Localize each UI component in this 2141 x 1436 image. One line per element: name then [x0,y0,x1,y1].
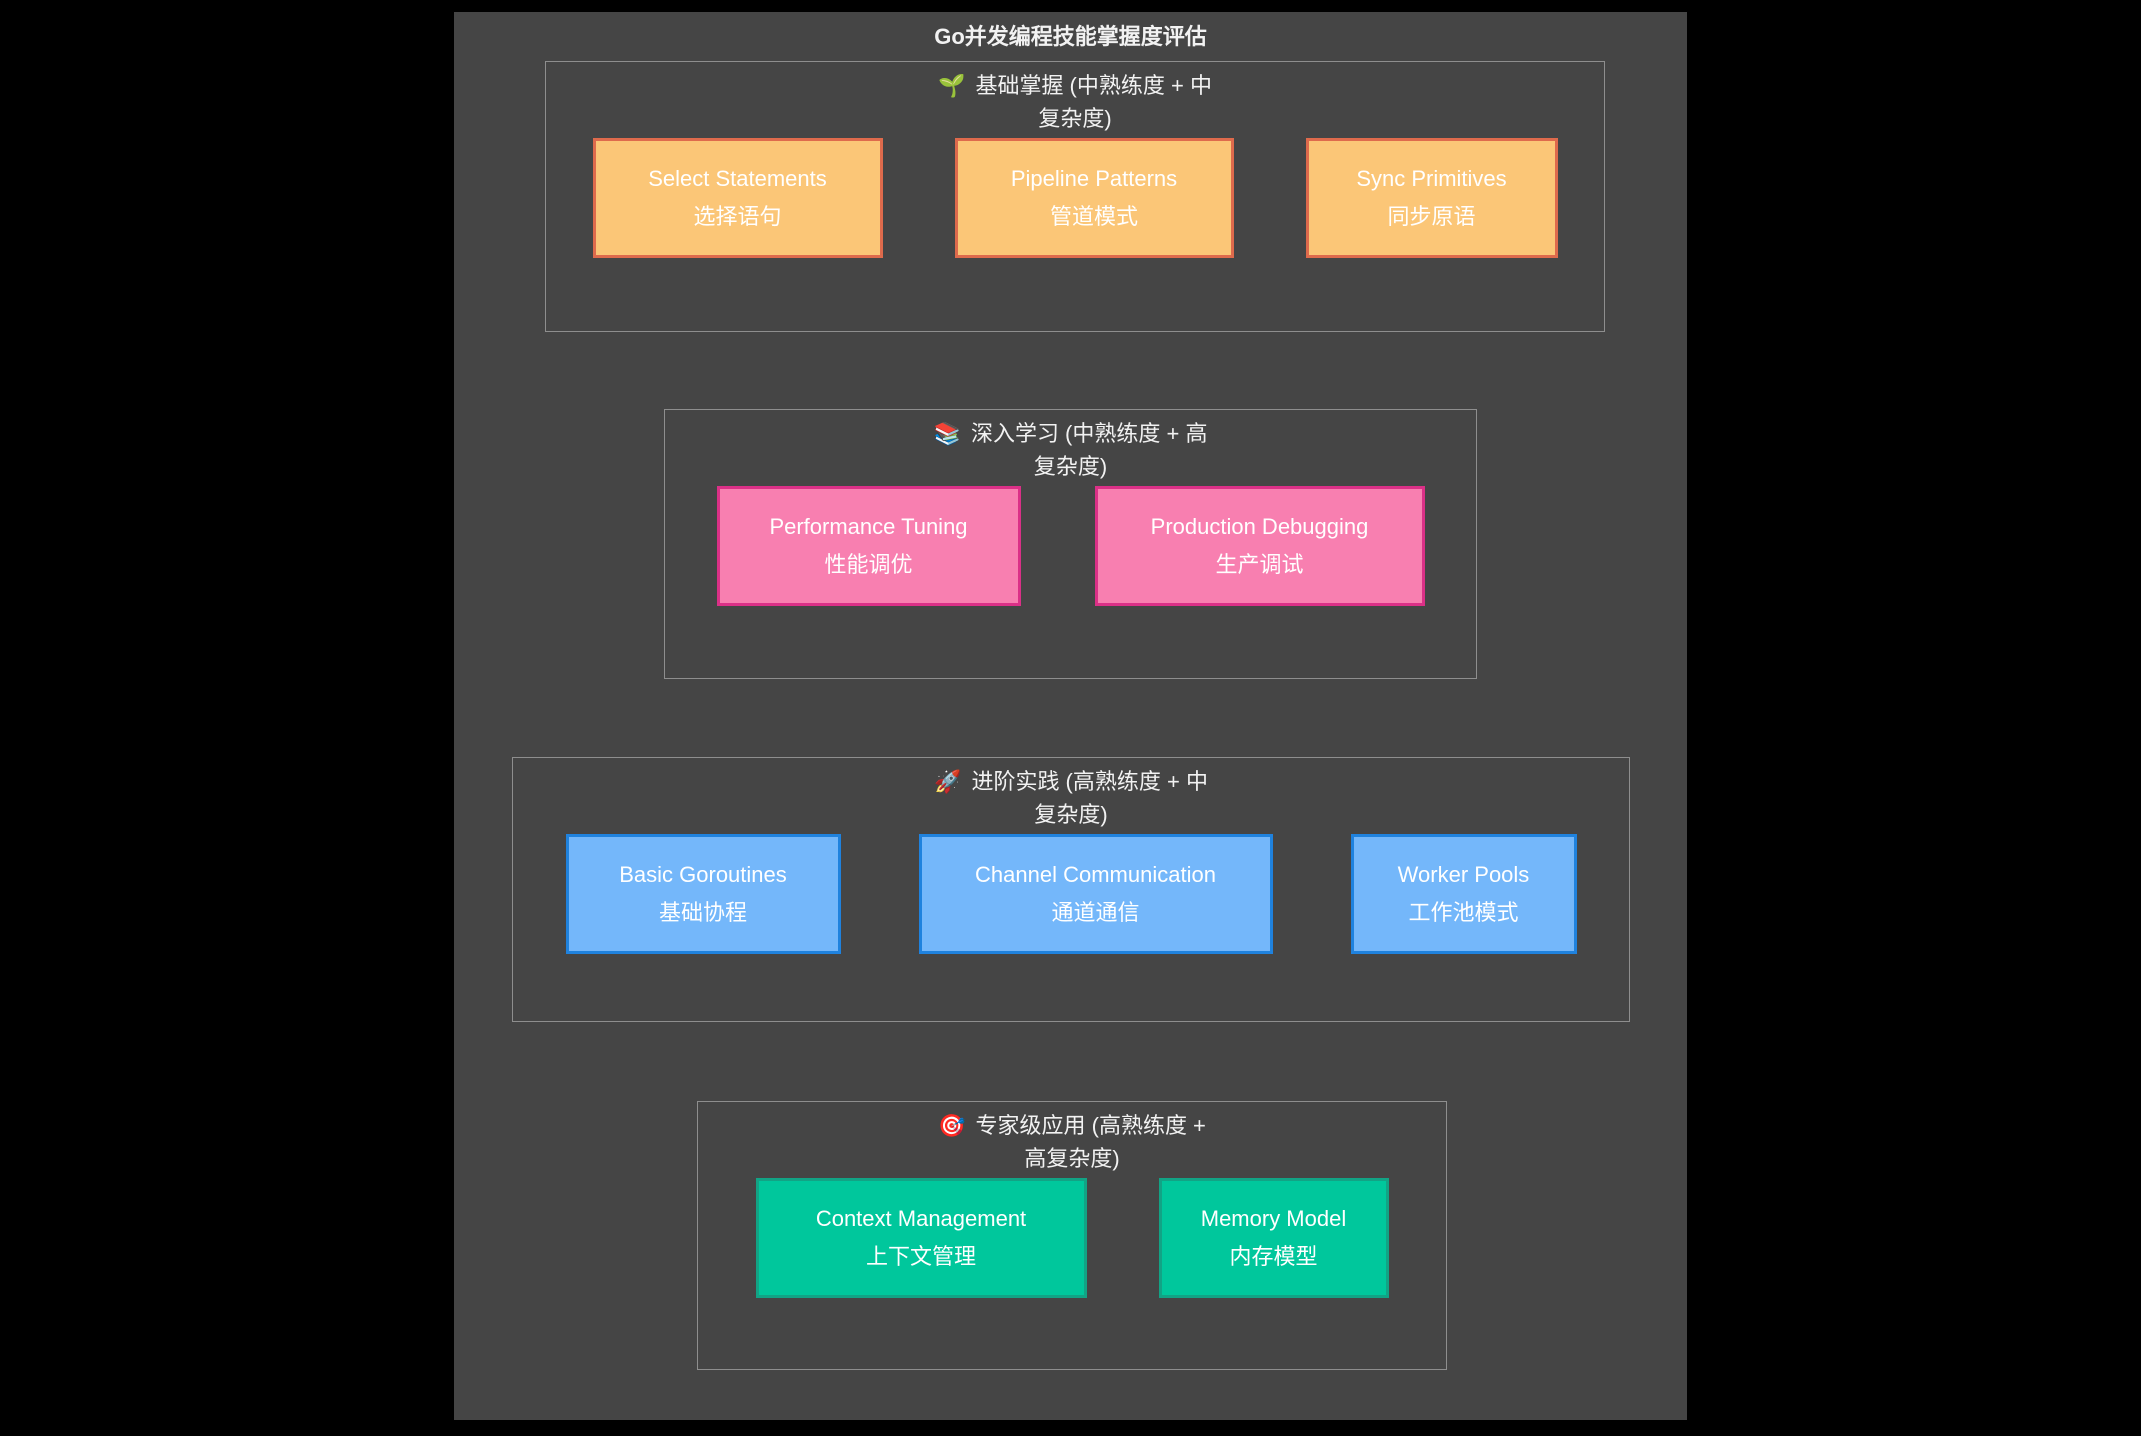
node-label-en: Context Management [815,1206,1027,1231]
group-expert-application-nodes: Context Management 上下文管理 Memory Model 内存… [698,1178,1446,1298]
group-advanced-practice-label: 🚀 进阶实践 (高熟练度 + 中 复杂度) [513,758,1629,831]
node-label-zh: 管道模式 [1049,204,1138,229]
node-basic-goroutines: Basic Goroutines 基础协程 [565,834,841,954]
node-label-en: Worker Pools [1397,862,1530,887]
node-label-en: Performance Tuning [769,514,968,539]
group-advanced-practice-label-line2: 复杂度) [1034,802,1108,827]
group-deep-learning-nodes: Performance Tuning 性能调优 Production Debug… [665,486,1476,606]
node-label-en: Channel Communication [975,862,1216,887]
node-pipeline-patterns: Pipeline Patterns 管道模式 [954,138,1234,258]
rocket-icon: 🚀 [934,769,962,794]
group-expert-application: 🎯 专家级应用 (高熟练度 + 高复杂度) Context Management … [697,1101,1447,1370]
node-sync-primitives: Sync Primitives 同步原语 [1305,138,1558,258]
seedling-icon: 🌱 [938,73,966,98]
node-label-en: Production Debugging [1150,514,1369,539]
node-context-management: Context Management 上下文管理 [755,1178,1087,1298]
target-icon: 🎯 [938,1113,966,1138]
group-foundation-nodes: Select Statements 选择语句 Pipeline Patterns… [546,138,1604,258]
node-label-en: Sync Primitives [1356,166,1507,191]
node-performance-tuning: Performance Tuning 性能调优 [716,486,1021,606]
node-label-zh: 同步原语 [1387,204,1476,229]
node-worker-pools: Worker Pools 工作池模式 [1350,834,1577,954]
node-label-zh: 上下文管理 [865,1244,976,1269]
group-deep-learning-label-line2: 复杂度) [1033,454,1108,479]
group-advanced-practice-nodes: Basic Goroutines 基础协程 Channel Communicat… [513,834,1629,954]
group-expert-application-label-line1: 🎯 专家级应用 (高熟练度 + [698,1109,1446,1142]
node-label-zh: 工作池模式 [1408,900,1519,925]
diagram-canvas: Go并发编程技能掌握度评估 🌱 基础掌握 (中熟练度 + 中 复杂度) Selec… [454,12,1687,1420]
node-production-debugging: Production Debugging 生产调试 [1094,486,1425,606]
group-foundation: 🌱 基础掌握 (中熟练度 + 中 复杂度) Select Statements 选… [545,61,1605,332]
node-label-zh: 基础协程 [658,900,747,925]
group-deep-learning-label: 📚 深入学习 (中熟练度 + 高 复杂度) [665,410,1476,483]
group-deep-learning: 📚 深入学习 (中熟练度 + 高 复杂度) Performance Tuning … [664,409,1477,679]
node-label-zh: 选择语句 [693,204,782,229]
node-channel-communication: Channel Communication 通道通信 [918,834,1273,954]
group-label-text: 基础掌握 (中熟练度 + 中 [975,73,1212,98]
node-label-en: Pipeline Patterns [1010,166,1178,191]
node-label-zh: 性能调优 [824,552,913,577]
node-label-zh: 生产调试 [1215,552,1304,577]
group-deep-learning-label-line1: 📚 深入学习 (中熟练度 + 高 [665,417,1476,450]
group-advanced-practice: 🚀 进阶实践 (高熟练度 + 中 复杂度) Basic Goroutines 基础… [512,757,1630,1022]
node-memory-model: Memory Model 内存模型 [1158,1178,1389,1298]
node-select-statements: Select Statements 选择语句 [592,138,883,258]
node-label-en: Memory Model [1200,1206,1347,1231]
group-advanced-practice-label-line1: 🚀 进阶实践 (高熟练度 + 中 [513,765,1629,798]
group-label-text: 深入学习 (中熟练度 + 高 [970,421,1208,446]
node-label-en: Select Statements [648,166,827,191]
node-label-zh: 通道通信 [1051,900,1140,925]
node-label-en: Basic Goroutines [619,862,787,887]
group-expert-application-label-line2: 高复杂度) [1024,1146,1120,1171]
diagram-title: Go并发编程技能掌握度评估 [934,24,1207,49]
group-label-text: 进阶实践 (高熟练度 + 中 [971,769,1208,794]
books-icon: 📚 [933,421,961,446]
group-foundation-label-line1: 🌱 基础掌握 (中熟练度 + 中 [546,69,1604,102]
group-foundation-label: 🌱 基础掌握 (中熟练度 + 中 复杂度) [546,62,1604,135]
group-foundation-label-line2: 复杂度) [1038,106,1112,131]
group-label-text: 专家级应用 (高熟练度 + [975,1113,1206,1138]
group-expert-application-label: 🎯 专家级应用 (高熟练度 + 高复杂度) [698,1102,1446,1175]
node-label-zh: 内存模型 [1229,1244,1318,1269]
